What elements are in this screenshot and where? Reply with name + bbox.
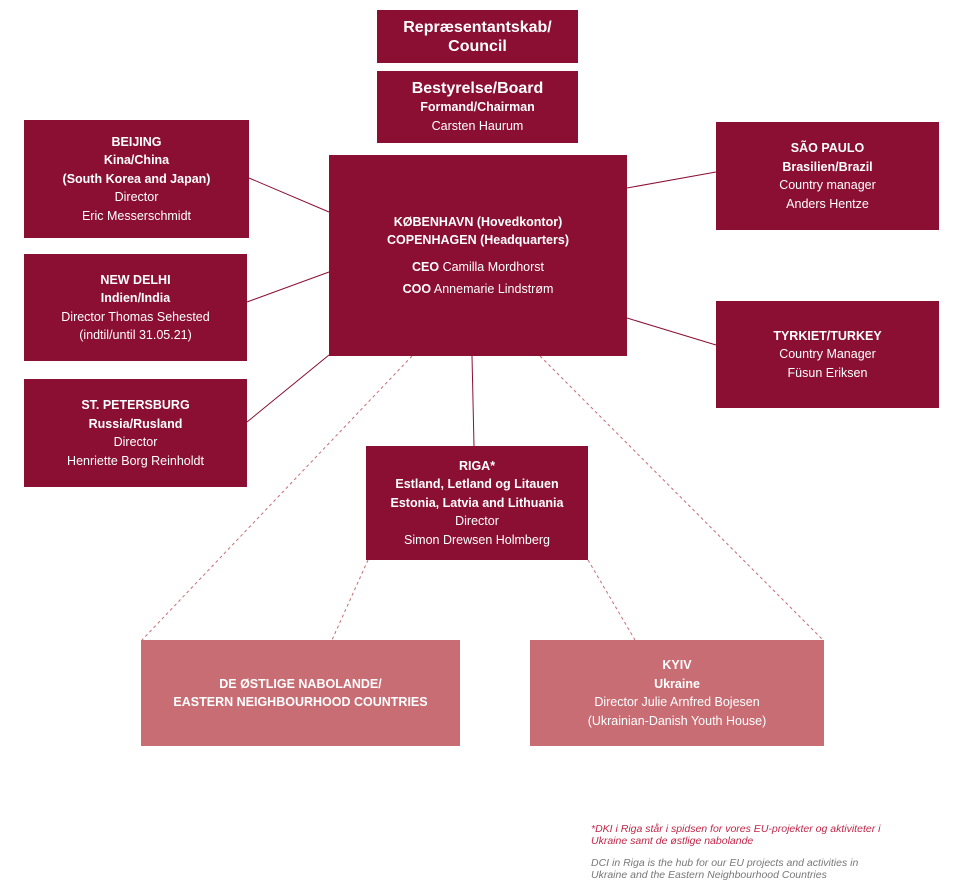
hq-copenhagen-box: KØBENHAVN (Hovedkontor) COPENHAGEN (Head… xyxy=(329,155,627,356)
footnote-english-line1: DCI in Riga is the hub for our EU projec… xyxy=(591,857,859,869)
footnote-danish-line1: *DKI i Riga står i spidsen for vores EU-… xyxy=(591,823,881,835)
riga-name: Simon Drewsen Holmberg xyxy=(404,532,550,547)
stpetersburg-role: Director xyxy=(113,435,158,449)
turkey-city: TYRKIET/TURKEY xyxy=(773,328,882,343)
connector-hq-riga xyxy=(471,355,475,447)
st-petersburg-box: ST. PETERSBURG Russia/Rusland Director H… xyxy=(24,379,247,487)
connector-turkey-hq xyxy=(626,317,717,346)
sao-paulo-box: SÃO PAULO Brasilien/Brazil Country manag… xyxy=(716,122,939,230)
council-title-line2: Council xyxy=(448,37,507,55)
footnote-english: DCI in Riga is the hub for our EU projec… xyxy=(591,857,951,881)
eastern-line1: DE ØSTLIGE NABOLANDE/ xyxy=(219,676,382,691)
newdelhi-city: NEW DELHI xyxy=(100,272,171,287)
beijing-country: Kina/China xyxy=(103,153,170,168)
hq-line2: COPENHAGEN (Headquarters) xyxy=(387,233,569,247)
footnote-danish: *DKI i Riga står i spidsen for vores EU-… xyxy=(591,823,951,847)
saopaulo-name: Anders Hentze xyxy=(786,196,869,211)
connector-riga-kyiv-dashed xyxy=(587,559,636,641)
riga-country-da: Estland, Letland og Litauen xyxy=(395,477,559,492)
coo-name: Annemarie Lindstrøm xyxy=(433,282,554,296)
ceo-name: Camilla Mordhorst xyxy=(442,259,544,274)
turkey-role: Country Manager xyxy=(779,347,876,362)
beijing-box: BEIJING Kina/China (South Korea and Japa… xyxy=(24,120,249,238)
beijing-role: Director xyxy=(114,190,159,205)
newdelhi-country: Indien/India xyxy=(100,291,171,305)
kyiv-role: Director Julie Arnfred Bojesen xyxy=(594,695,760,709)
newdelhi-role: Director Thomas Sehested xyxy=(61,309,210,324)
stpetersburg-name: Henriette Borg Reinholdt xyxy=(67,453,204,468)
ceo-label: CEO xyxy=(412,259,440,274)
riga-city: RIGA* xyxy=(458,458,496,473)
saopaulo-role: Country manager xyxy=(779,178,876,192)
footnote-english-line2: Ukraine and the Eastern Neighbourhood Co… xyxy=(591,869,827,881)
saopaulo-city: SÃO PAULO xyxy=(790,141,865,155)
connector-saopaulo-hq xyxy=(626,171,717,189)
hq-coo: COO Annemarie Lindstrøm xyxy=(403,280,554,299)
connector-stpetersburg-hq xyxy=(246,354,330,423)
board-role: Formand/Chairman xyxy=(420,100,535,114)
turkey-box: TYRKIET/TURKEY Country Manager Füsun Eri… xyxy=(716,301,939,408)
board-name: Carsten Haurum xyxy=(431,118,524,133)
stpetersburg-city: ST. PETERSBURG xyxy=(81,398,190,412)
new-delhi-box: NEW DELHI Indien/India Director Thomas S… xyxy=(24,254,247,361)
stpetersburg-country: Russia/Rusland xyxy=(88,416,183,431)
connector-newdelhi-hq xyxy=(246,271,330,303)
riga-country-en: Estonia, Latvia and Lithuania xyxy=(390,495,564,510)
kyiv-country: Ukraine xyxy=(654,676,700,691)
turkey-name: Füsun Eriksen xyxy=(787,365,868,380)
riga-box: RIGA* Estland, Letland og Litauen Estoni… xyxy=(366,446,588,560)
eastern-line2: EASTERN NEIGHBOURHOOD COUNTRIES xyxy=(173,695,428,709)
connector-hq-kyiv-dashed xyxy=(539,355,824,641)
hq-line1: KØBENHAVN (Hovedkontor) xyxy=(393,214,563,229)
eastern-neighbourhood-box: DE ØSTLIGE NABOLANDE/ EASTERN NEIGHBOURH… xyxy=(141,640,460,746)
board-box: Bestyrelse/Board Formand/Chairman Carste… xyxy=(377,71,578,143)
kyiv-box: KYIV Ukraine Director Julie Arnfred Boje… xyxy=(530,640,824,746)
footnote-danish-line2: Ukraine samt de østlige nabolande xyxy=(591,835,754,847)
beijing-name: Eric Messerschmidt xyxy=(81,208,192,223)
council-title-line1: Repræsentantskab/ xyxy=(403,18,552,36)
connector-beijing-hq xyxy=(248,177,330,213)
connector-hq-eastern-dashed xyxy=(141,355,413,641)
newdelhi-note: (indtil/until 31.05.21) xyxy=(79,328,192,342)
beijing-region: (South Korea and Japan) xyxy=(62,171,211,186)
board-title: Bestyrelse/Board xyxy=(411,80,544,97)
saopaulo-country: Brasilien/Brazil xyxy=(782,159,873,174)
riga-role: Director xyxy=(455,514,499,529)
connector-riga-eastern-dashed xyxy=(331,559,369,641)
kyiv-note: (Ukrainian-Danish Youth House) xyxy=(587,713,767,728)
kyiv-city: KYIV xyxy=(662,658,692,672)
hq-ceo: CEO Camilla Mordhorst xyxy=(412,258,544,277)
coo-label: COO xyxy=(402,282,432,296)
council-box: Repræsentantskab/ Council xyxy=(377,10,578,63)
beijing-city: BEIJING xyxy=(111,134,162,149)
